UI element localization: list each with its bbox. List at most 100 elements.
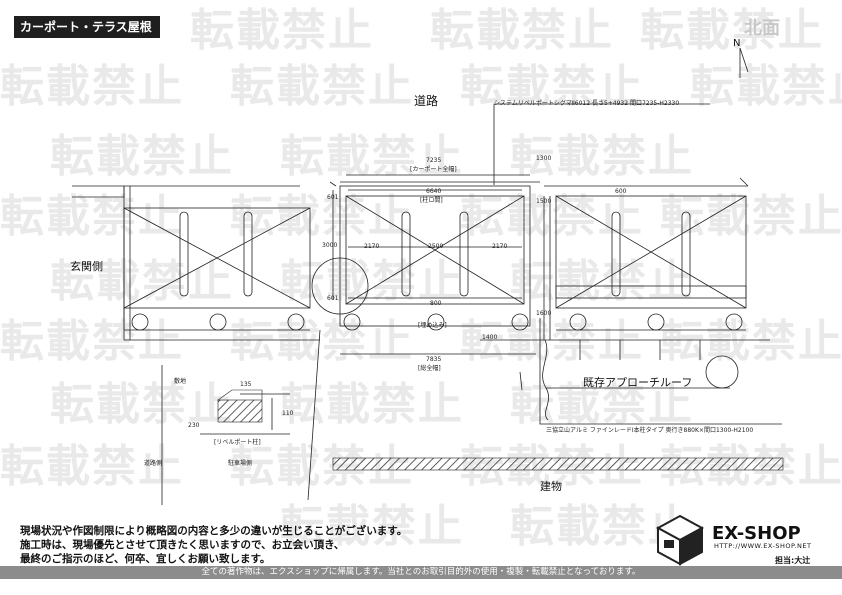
watermark: 転載禁止 [230,61,414,112]
roof-edge [739,177,749,187]
leader-line [493,103,710,185]
detail-circle [311,257,369,315]
break-mark [519,371,523,391]
dimension-label: [柱ロ間] [420,197,443,204]
entrance-step [72,185,125,198]
person-in-charge: 担当:大辻 [775,556,811,565]
watermark: 転載禁止 [460,316,644,367]
carport-product-label: システムリベルポートシグマⅡ6012 長さ5+4932 間口7235-H2330 [494,100,680,107]
dimension-label: 110 [282,410,294,417]
watermark: 転載禁止 [0,316,184,367]
cross-line [345,195,525,305]
car-stop [681,211,691,297]
terrace-product-label: 三協立山アルミ ファインレードⅠ本柱タイプ 奥行き880K×間口1300-H21… [546,427,754,434]
pillar-label: [リベルポート柱] [214,439,261,446]
carport-inner-outline [345,195,525,305]
cross-line [123,207,311,309]
dimension-label: 3000 [322,242,338,249]
orientation-label: 北面 [744,18,780,39]
post-footing-outline [217,389,263,401]
carport-roof-outline [339,185,531,327]
north-arrow-icon [739,47,749,73]
roof-edge [329,181,337,187]
dimension-label: 601 [327,194,339,201]
car-stop [401,211,411,297]
dimension-label: 600 [615,188,627,195]
wheel-stop [647,313,665,331]
watermark: 転載禁止 [50,131,234,182]
watermark: 転載禁止 [430,5,614,56]
dimension-label: 7235 [426,157,442,164]
post-footing-hatch [217,399,263,423]
watermark: 転載禁止 [640,5,824,56]
dimension-label: [カーポート全幅] [410,166,457,173]
watermark: 転載禁止 [510,131,694,182]
car-stop [459,211,469,297]
north-mark: N [733,38,741,49]
gutter [555,285,747,299]
right-section-outline [555,195,747,309]
building-wall-hatch [332,457,784,471]
break-line [542,339,549,421]
detail-leader [307,329,321,501]
dimension-label: 230 [188,422,200,429]
wheel-stop [287,313,305,331]
building-label: 建物 [540,480,562,493]
wheel-stop [427,313,445,331]
brand-name: EX-SHOP [712,523,801,544]
wheel-stop [725,313,743,331]
entrance-label: 玄関側 [70,260,103,273]
watermark: 転載禁止 [0,441,184,492]
wheel-stop [569,313,587,331]
dimension-label: 2170 [492,243,508,250]
dimension-label: 800 [430,300,442,307]
watermark: 転載禁止 [280,131,464,182]
watermark: 転載禁止 [0,61,184,112]
car-stop [179,211,189,297]
dimension-label: 1400 [482,334,498,341]
dimension-label: 2500 [428,243,444,250]
watermark: 転載禁止 [50,379,234,430]
road-label: 道路 [414,94,439,108]
site-boundary-label: 敷地 [174,378,187,385]
car-stop [611,211,621,297]
cross-line [555,195,747,309]
note-line: 施工時は、現場優先とさせて頂きたく思いますので、お立会い頂き、 [20,539,345,551]
dimension-label: 2170 [364,243,380,250]
watermark: 転載禁止 [230,191,414,242]
copyright-footer: 全ての著作物は、エクスショップに帰属します。当社とのお取引目的外の使用・複製・転… [0,566,842,579]
exshop-logo-icon [655,514,705,566]
watermark: 転載禁止 [280,379,464,430]
dimension-label: [埋め込み] [418,322,447,329]
existing-roof-label: 既存アプローチルーフ [583,376,693,389]
dimension-label: 6640 [426,188,442,195]
watermark: 転載禁止 [660,316,842,367]
car-stop [243,211,253,297]
watermark: 転載禁止 [460,61,644,112]
note-line: 最終のご指示のほど、何卒、宜しくお願い致します。 [20,553,271,565]
dimension-label: 1300 [536,155,552,162]
note-line: 現場状況や作図制限により概略図の内容と多少の違いが生じることがございます。 [20,525,408,537]
dimension-label: [総全幅] [418,365,441,372]
wheel-stop [343,313,361,331]
watermark: 転載禁止 [690,61,842,112]
wheel-stop [209,313,227,331]
brand-url: HTTP://WWW.EX-SHOP.NET [714,542,812,550]
dimension-label: 7835 [426,356,442,363]
watermark: 転載禁止 [190,5,374,56]
leader-line [539,318,782,425]
watermark: 転載禁止 [230,316,414,367]
watermark: 転載禁止 [280,501,464,552]
watermark: 転載禁止 [0,191,184,242]
dimension-label: 1600 [536,310,552,317]
wheel-stop [131,313,149,331]
wheel-stop [511,313,529,331]
existing-pillar [705,355,739,389]
dimension-label: 1500 [536,198,552,205]
page-title: カーポート・テラス屋根 [14,16,160,38]
road-side-label: 道路側 [144,460,163,467]
dimension-label: 135 [240,381,252,388]
dimension-label: 601 [327,295,339,302]
